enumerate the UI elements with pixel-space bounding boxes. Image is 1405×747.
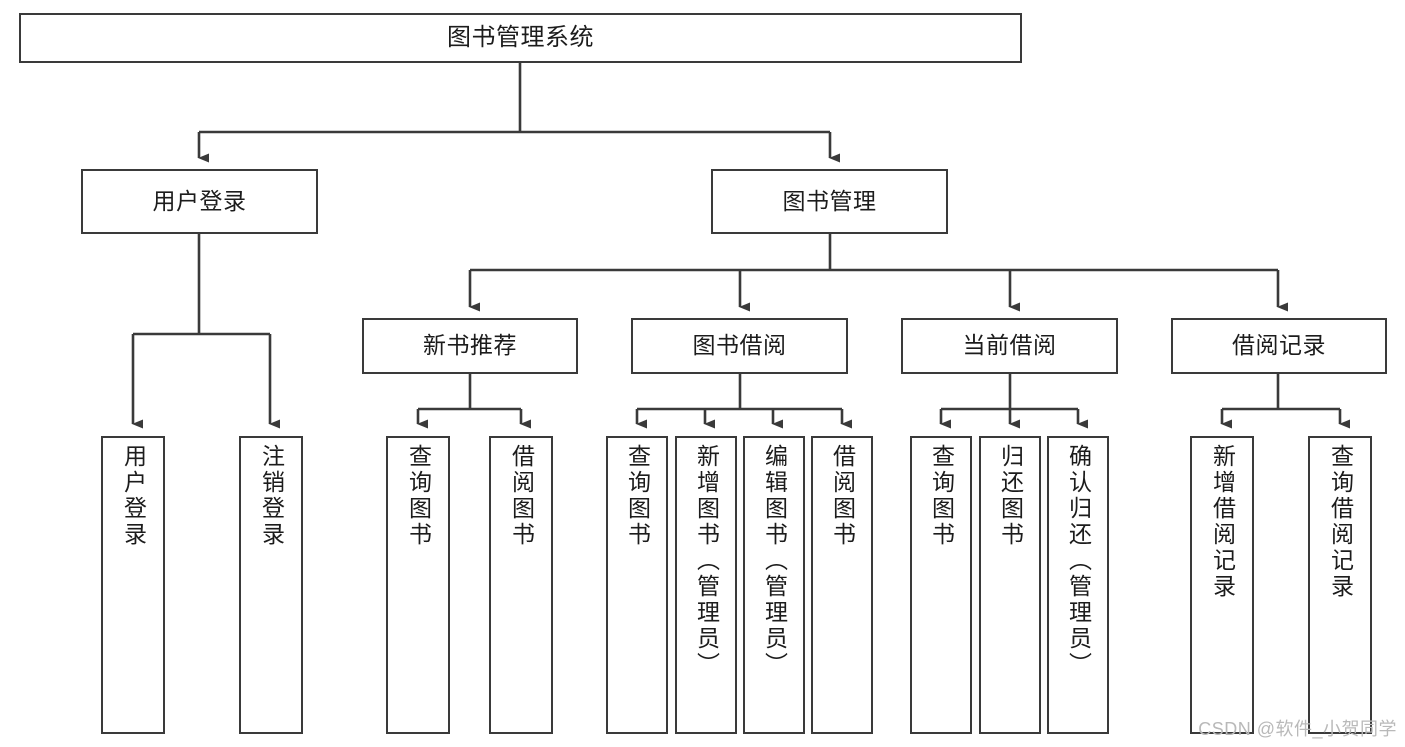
node-label: 用户登录 [152, 187, 247, 214]
leaf-return-books[interactable]: 归还图书 [979, 436, 1041, 734]
node-current-borrowing[interactable]: 当前借阅 [901, 318, 1118, 374]
leaf-add-borrow-record[interactable]: 新增借阅记录 [1190, 436, 1254, 734]
leaf-user-logout[interactable]: 注销登录 [239, 436, 303, 734]
leaf-query-borrow-record[interactable]: 查询借阅记录 [1308, 436, 1372, 734]
node-borrowing-record[interactable]: 借阅记录 [1171, 318, 1387, 374]
node-label: 借阅记录 [1232, 332, 1326, 359]
node-label: 新增图书（管理员） [693, 444, 720, 678]
node-root-book-management-system[interactable]: 图书管理系统 [19, 13, 1022, 63]
node-user-login[interactable]: 用户登录 [81, 169, 318, 234]
leaf-query-books-borrowing[interactable]: 查询图书 [606, 436, 668, 734]
leaf-query-books-current[interactable]: 查询图书 [910, 436, 972, 734]
node-label: 图书管理系统 [447, 23, 594, 51]
node-label: 注销登录 [258, 444, 285, 548]
leaf-confirm-return-admin[interactable]: 确认归还（管理员） [1047, 436, 1109, 734]
node-label: 查询图书 [405, 444, 432, 548]
node-label: 借阅图书 [829, 444, 856, 548]
node-label: 确认归还（管理员） [1065, 444, 1092, 678]
node-book-management[interactable]: 图书管理 [711, 169, 948, 234]
node-label: 查询图书 [624, 444, 651, 548]
node-label: 借阅图书 [508, 444, 535, 548]
node-new-book-recommendation[interactable]: 新书推荐 [362, 318, 578, 374]
leaf-edit-book-admin[interactable]: 编辑图书（管理员） [743, 436, 805, 734]
watermark: CSDN @软件_小贺同学 [1198, 719, 1397, 739]
node-label: 图书管理 [782, 187, 877, 214]
node-label: 查询图书 [928, 444, 955, 548]
leaf-add-book-admin[interactable]: 新增图书（管理员） [675, 436, 737, 734]
leaf-borrow-books-recommendation[interactable]: 借阅图书 [489, 436, 553, 734]
node-label: 用户登录 [120, 444, 147, 548]
node-label: 新增借阅记录 [1209, 444, 1236, 600]
node-label: 编辑图书（管理员） [761, 444, 788, 678]
leaf-user-login[interactable]: 用户登录 [101, 436, 165, 734]
node-label: 图书借阅 [692, 332, 787, 359]
leaf-lend-books[interactable]: 借阅图书 [811, 436, 873, 734]
node-label: 当前借阅 [962, 332, 1057, 359]
node-book-borrowing[interactable]: 图书借阅 [631, 318, 848, 374]
node-label: 归还图书 [997, 444, 1024, 548]
leaf-query-books-recommendation[interactable]: 查询图书 [386, 436, 450, 734]
node-label: 新书推荐 [423, 332, 517, 359]
node-label: 查询借阅记录 [1327, 444, 1354, 600]
